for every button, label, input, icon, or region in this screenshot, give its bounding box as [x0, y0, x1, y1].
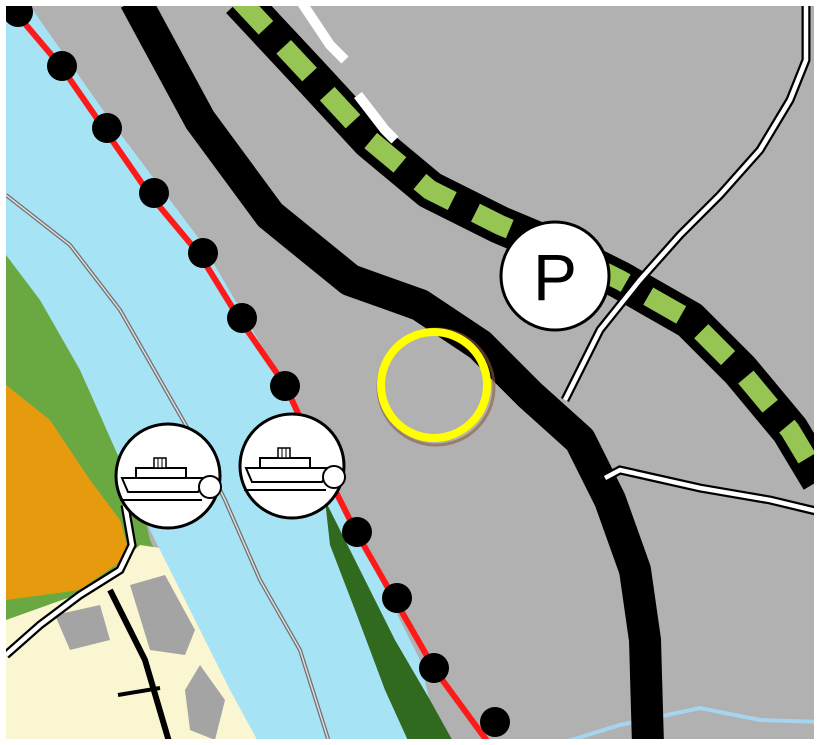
route-dot [480, 707, 510, 737]
river [6, 6, 439, 739]
route-dot [270, 371, 300, 401]
minor-road-southwest [6, 504, 135, 657]
route-dots [6, 6, 510, 737]
ferry-icon[interactable] [114, 422, 222, 530]
vegetation-area-east [325, 500, 452, 739]
minor-road-east [603, 467, 814, 513]
route-dot [382, 583, 412, 613]
parking-icon[interactable]: P [499, 220, 611, 332]
route-dot [342, 517, 372, 547]
route-dot [419, 653, 449, 683]
minor-road-north [562, 6, 809, 402]
building-block-2 [185, 665, 225, 739]
route-dot [47, 51, 77, 81]
building-block-3 [55, 605, 110, 650]
ferry-icon[interactable] [238, 412, 346, 520]
route-dot [92, 113, 122, 143]
route-dot [188, 238, 218, 268]
route-dot [227, 303, 257, 333]
route-dot [6, 6, 33, 27]
local-road-spur [117, 686, 161, 697]
road-white-segment-2 [354, 91, 399, 144]
urban-area-orange [6, 385, 130, 600]
building-block-1 [130, 575, 195, 655]
location-ring-marker[interactable] [376, 327, 496, 447]
route-dot [139, 178, 169, 208]
local-road-southwest [107, 588, 172, 739]
road-white-segment [297, 6, 349, 64]
stream [567, 705, 814, 739]
main-road [120, 6, 664, 739]
parking-label: P [533, 240, 577, 314]
